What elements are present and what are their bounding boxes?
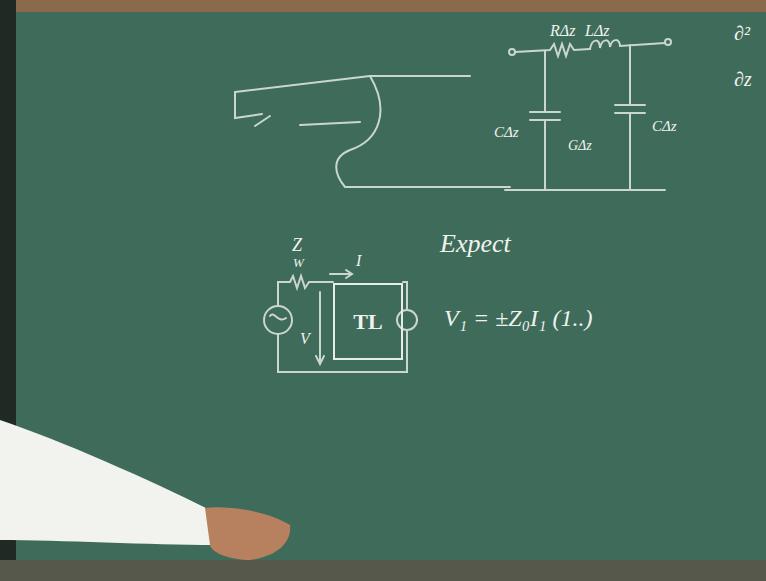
chalk-ledge [0,560,766,581]
transmission-line-box: TL [333,283,403,360]
chalk-label: V [300,330,310,348]
line-sketch [300,122,360,125]
line-sketch [336,76,510,187]
chalk-label: ∂z [734,68,752,90]
hand [205,507,290,560]
resistor-symbol [278,276,333,306]
capacitor-symbol [615,45,645,190]
terminal [665,39,671,45]
chalk-label: RΔz [550,22,575,40]
chalk-label: Expect [440,230,511,259]
resistor-symbol [515,44,590,56]
line-sketch [255,116,270,126]
chalk-label: Z [292,236,302,256]
source-symbol [270,314,286,319]
voltage-arrow [316,292,324,364]
inductor-symbol [590,40,665,49]
line-sketch [235,76,470,92]
wire [278,330,407,372]
chalk-label: I [356,252,361,270]
chalk-label: CΔz [652,118,677,135]
board-frame [0,0,766,12]
chalk-label: V₁ = ±Z₀I₁ (1..) [444,305,592,331]
line-sketch [235,92,262,118]
chalk-label: ∂² [734,22,750,44]
box-label: TL [353,309,382,335]
sleeve [0,420,215,545]
source-symbol [264,306,292,334]
chalk-label: CΔz [494,124,519,141]
chalk-label: W [293,256,304,270]
load-symbol [397,310,417,330]
wire [505,189,665,191]
chalk-label: LΔz [585,22,610,40]
chalk-label: GΔz [568,138,592,153]
capacitor-symbol [530,51,560,190]
current-arrow [330,270,352,278]
wire [403,282,407,310]
